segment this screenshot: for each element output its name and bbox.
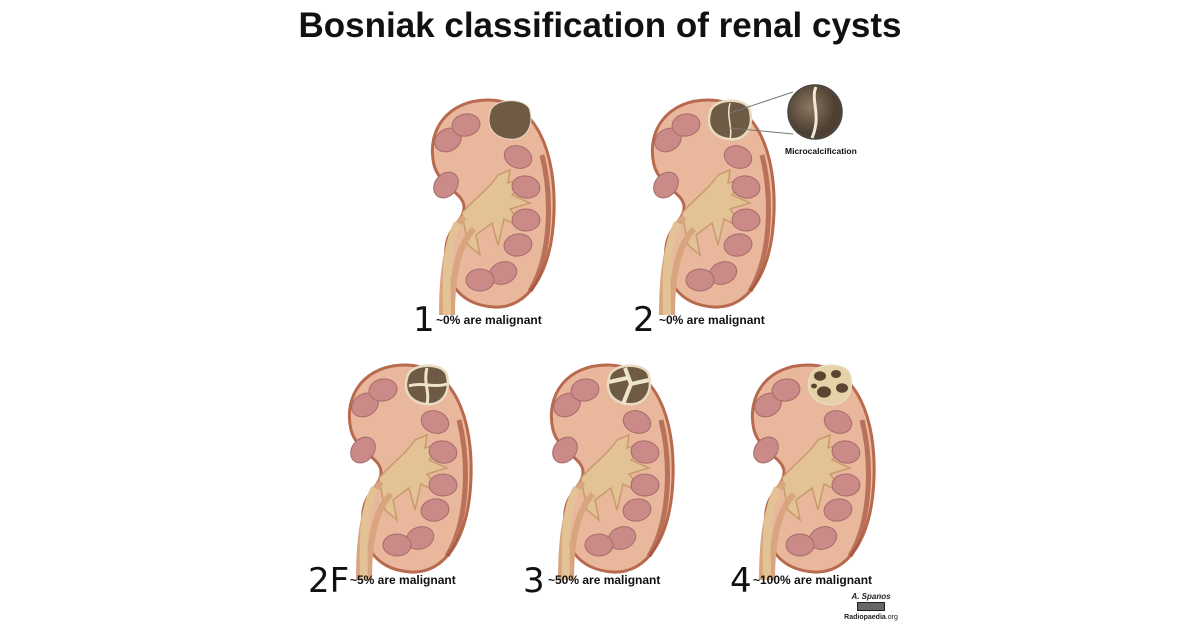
- renal-pyramid: [622, 410, 652, 434]
- category-number: 3: [523, 561, 545, 601]
- microcalcification-label: Microcalcification: [785, 146, 857, 156]
- artist-signature: A. Spanos: [851, 592, 891, 601]
- category-number: 2F: [308, 561, 350, 601]
- renal-pyramid: [753, 436, 779, 464]
- renal-sinus: [781, 433, 853, 522]
- kidney-illustration-bosniak-3: [550, 363, 675, 580]
- site-suffix: .org: [885, 614, 898, 621]
- category-number: 2: [633, 300, 655, 340]
- malignancy-label: ~0% are malignant: [436, 313, 542, 327]
- cyst: [807, 364, 853, 406]
- malignancy-label: ~100% are malignant: [753, 573, 873, 587]
- renal-pyramid: [771, 378, 801, 402]
- kidney-illustration-bosniak-2f: [348, 363, 473, 580]
- renal-pyramid: [420, 410, 450, 434]
- renal-pyramid: [368, 378, 398, 402]
- malignancy-label: ~0% are malignant: [659, 313, 765, 327]
- license-badge: [857, 602, 885, 611]
- renal-pyramid: [630, 473, 660, 497]
- category-number: 4: [730, 561, 752, 601]
- renal-pyramid: [350, 436, 376, 464]
- renal-pyramid: [552, 436, 578, 464]
- renal-pyramid: [433, 171, 459, 199]
- renal-pyramid: [653, 171, 679, 199]
- renal-pyramid: [420, 498, 450, 522]
- cyst: [707, 99, 753, 141]
- renal-pyramid: [785, 533, 815, 557]
- renal-pyramid: [831, 473, 861, 497]
- renal-pyramid: [382, 533, 412, 557]
- site-name: Radiopaedia: [844, 614, 886, 621]
- cyst: [606, 364, 652, 406]
- category-number: 1: [413, 300, 435, 340]
- renal-pyramid: [451, 113, 481, 137]
- cyst: [488, 100, 532, 140]
- renal-sinus: [461, 168, 533, 257]
- renal-pyramid: [823, 498, 853, 522]
- kidney-illustration-bosniak-1: [431, 98, 556, 315]
- renal-pyramid: [503, 145, 533, 169]
- malignancy-label: ~5% are malignant: [350, 573, 456, 587]
- renal-pyramid: [731, 175, 761, 199]
- renal-pyramid: [671, 113, 701, 137]
- renal-pyramid: [823, 410, 853, 434]
- renal-pyramid: [630, 440, 660, 464]
- renal-pyramid: [428, 440, 458, 464]
- renal-pyramid: [428, 473, 458, 497]
- renal-pyramid: [731, 208, 761, 232]
- page-title: Bosniak classification of renal cysts: [298, 6, 902, 45]
- renal-sinus: [681, 168, 753, 257]
- cyst: [404, 364, 450, 406]
- renal-pyramid: [570, 378, 600, 402]
- renal-pyramid: [511, 175, 541, 199]
- renal-sinus: [580, 433, 652, 522]
- renal-pyramid: [723, 233, 753, 257]
- renal-pyramid: [503, 233, 533, 257]
- kidney-illustration-bosniak-2: [651, 98, 776, 315]
- renal-pyramid: [685, 268, 715, 292]
- renal-pyramid: [584, 533, 614, 557]
- renal-pyramid: [511, 208, 541, 232]
- malignancy-label: ~50% are malignant: [548, 573, 661, 587]
- renal-pyramid: [622, 498, 652, 522]
- credit-block: A. Spanos Radiopaedia.org: [826, 592, 916, 621]
- renal-pyramid: [465, 268, 495, 292]
- renal-pyramid: [831, 440, 861, 464]
- renal-sinus: [378, 433, 450, 522]
- kidney-illustration-bosniak-4: [751, 363, 876, 580]
- renal-pyramid: [723, 145, 753, 169]
